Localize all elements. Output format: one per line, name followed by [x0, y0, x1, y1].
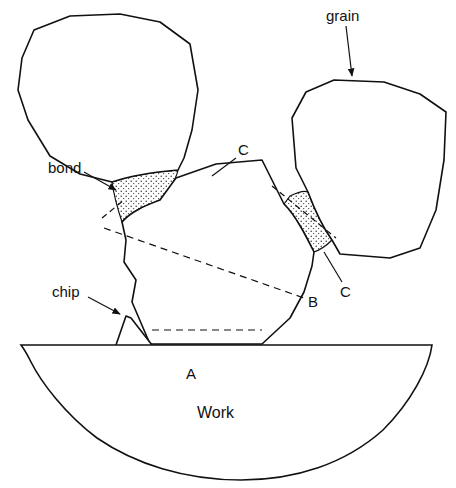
workpiece: Work: [15, 338, 440, 484]
chip: [116, 316, 152, 345]
grain-upper-right: [292, 80, 446, 258]
wear-flat-line-a: [152, 329, 262, 330]
bond-fracture-line: [272, 186, 336, 238]
grain-center: [122, 160, 314, 344]
grain-upper-left: [18, 14, 198, 182]
leader-line: [324, 252, 342, 282]
part-label: bond: [48, 160, 81, 175]
leader-line: [212, 158, 236, 176]
part-label: Work: [197, 404, 234, 422]
bond-fracture-line: [102, 200, 124, 218]
leader-line: [84, 172, 116, 190]
callout-letter: A: [186, 366, 196, 381]
leader-line: [88, 297, 120, 314]
callout-letter: C: [238, 142, 249, 157]
leader-line: [346, 26, 352, 76]
fracture-line-b: [104, 228, 304, 298]
part-label: chip: [52, 284, 80, 299]
part-label: grain: [326, 8, 359, 23]
callout-letter: C: [340, 284, 351, 299]
callout-letter: B: [308, 294, 318, 309]
